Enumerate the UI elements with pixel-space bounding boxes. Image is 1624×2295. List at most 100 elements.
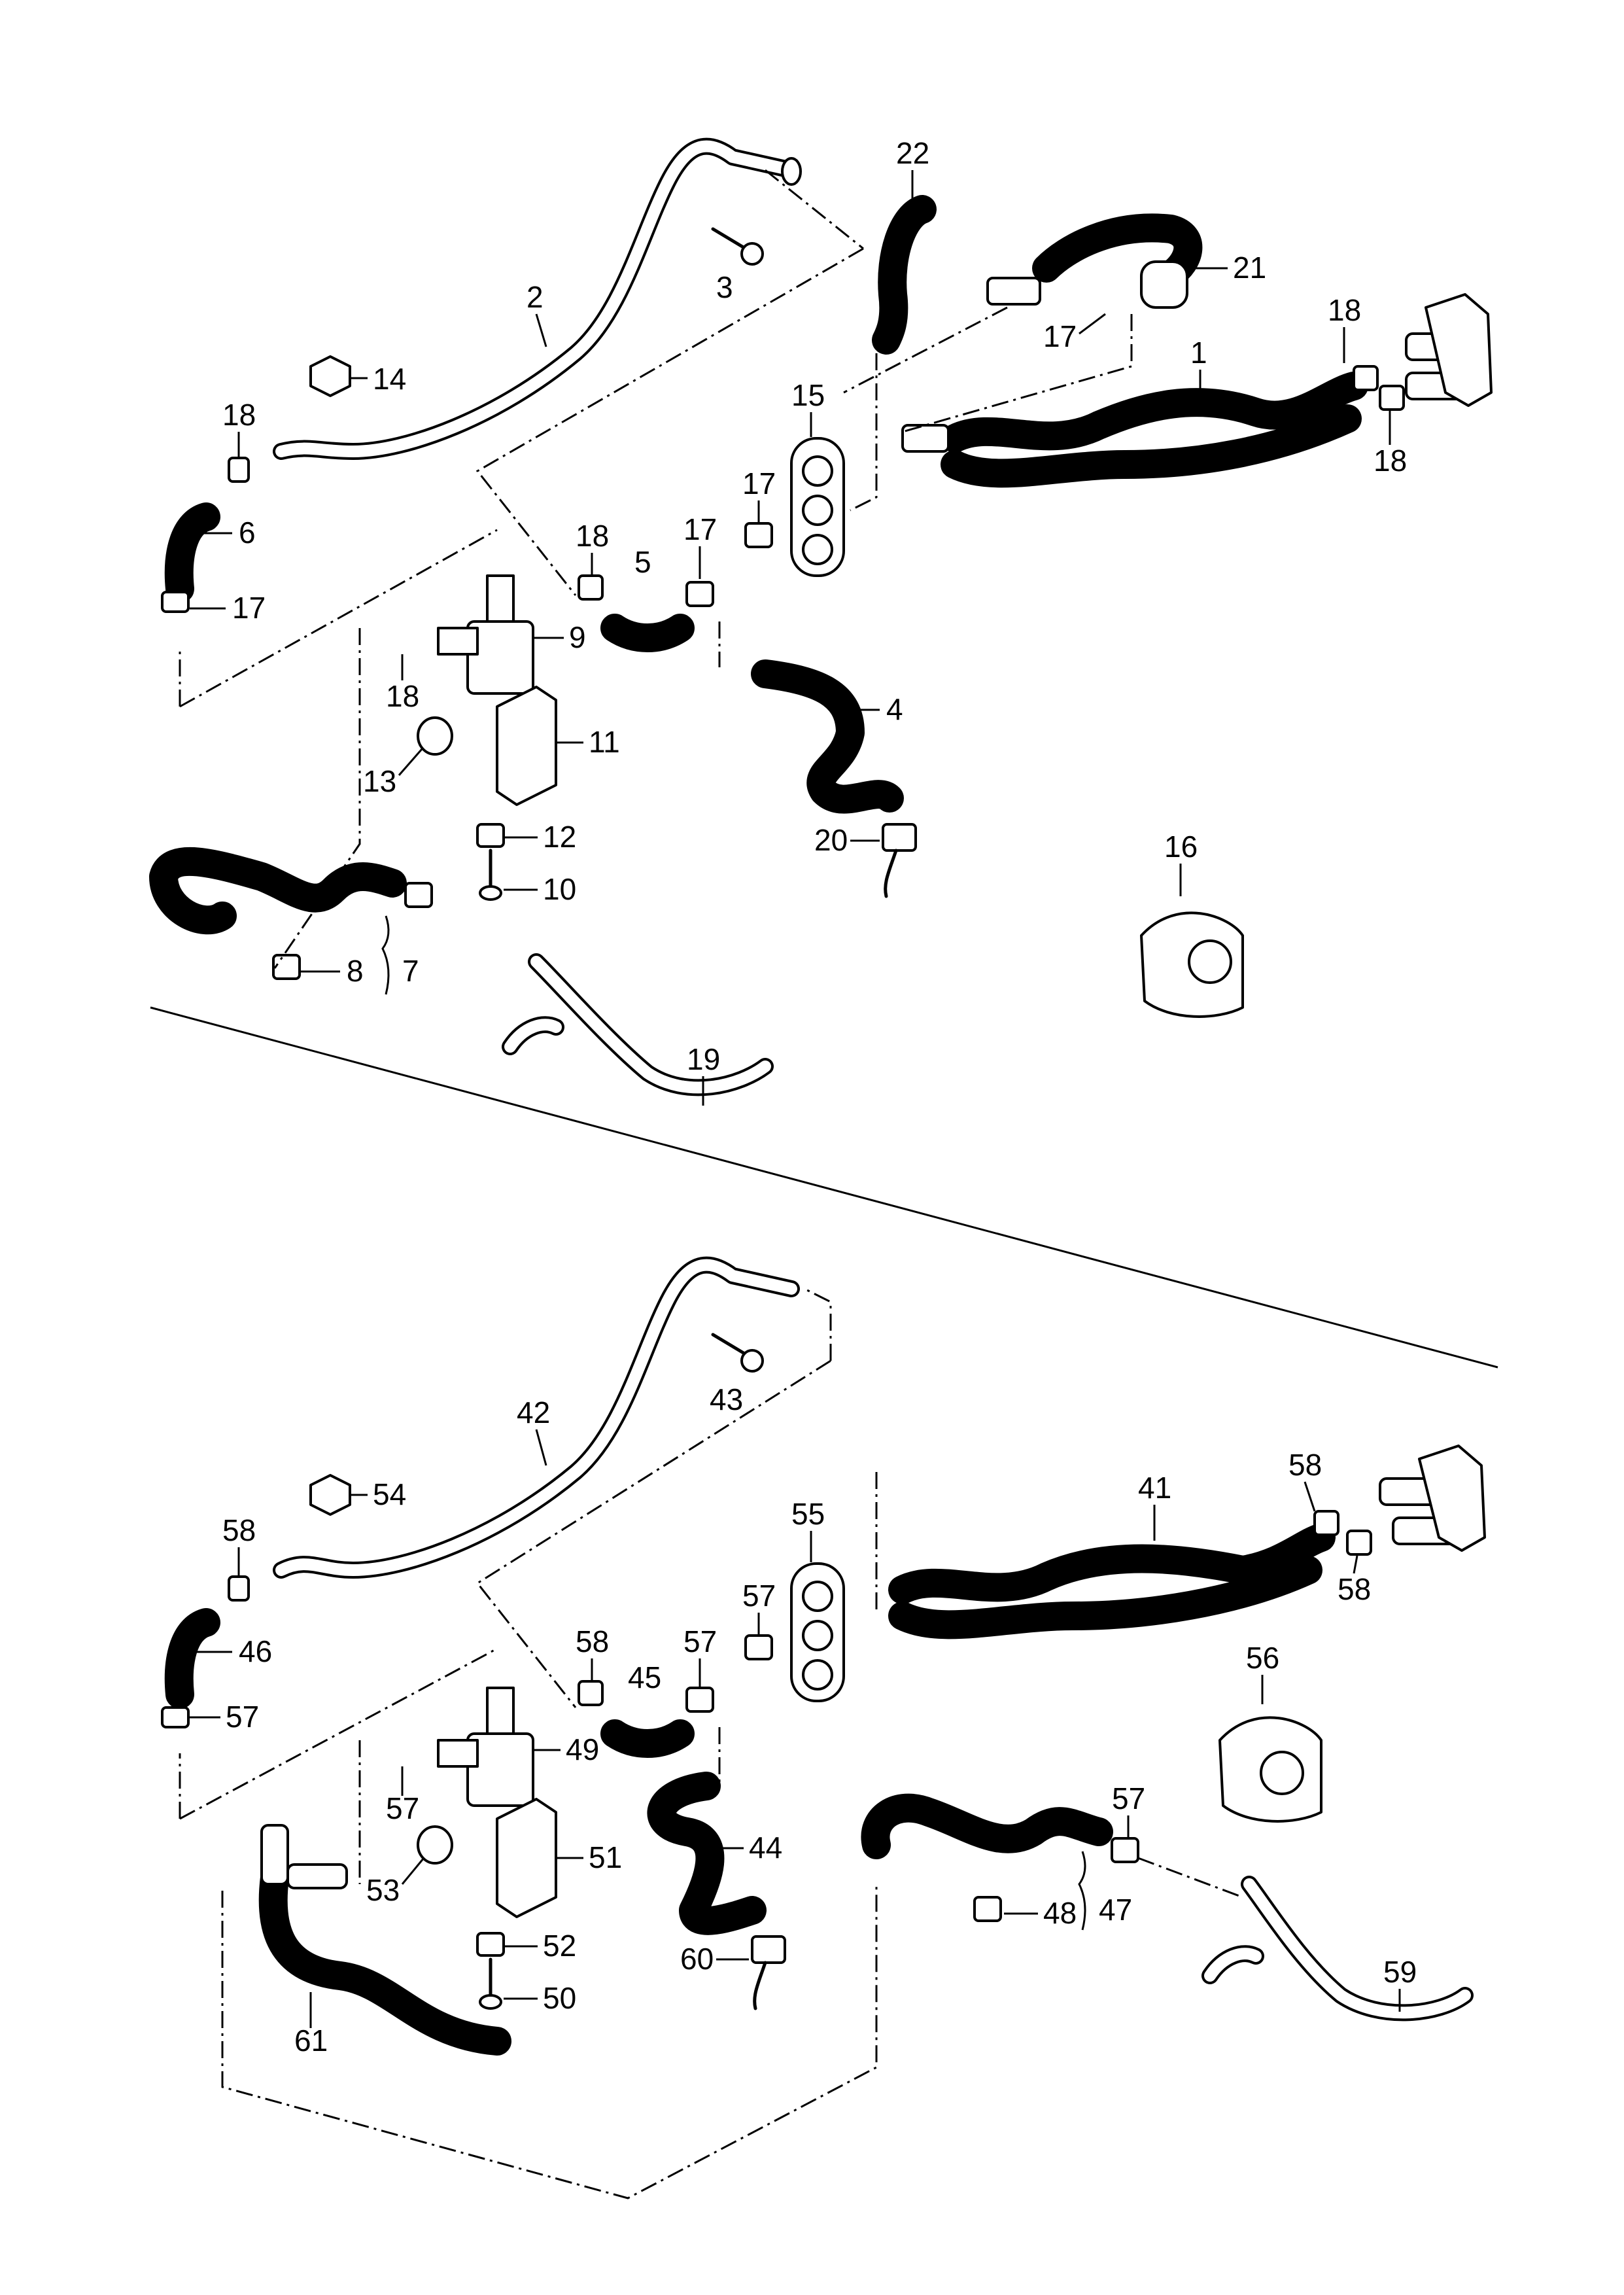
clamp-58-d: [1346, 1530, 1372, 1556]
connector-21: [986, 277, 1041, 306]
hose-6: [164, 502, 220, 603]
connector-18-right: [1405, 293, 1493, 407]
label-9: 9: [569, 620, 586, 654]
label-14: 14: [373, 362, 406, 396]
label-54: 54: [373, 1477, 406, 1511]
clamp-57-b: [685, 1687, 714, 1713]
label-58-c: 58: [1288, 1448, 1322, 1482]
label-11: 11: [589, 725, 620, 759]
label-19: 19: [687, 1042, 720, 1076]
label-58-d: 58: [1338, 1572, 1371, 1606]
label-60: 60: [680, 1942, 714, 1976]
label-51: 51: [589, 1840, 622, 1874]
ref-line-b5: [179, 1647, 498, 1820]
pump-9: [437, 574, 534, 695]
elbow-21: [1140, 260, 1188, 309]
label-18-e: 18: [1373, 444, 1407, 478]
ref-line-b1: [475, 1359, 831, 1708]
label-56: 56: [1246, 1641, 1279, 1675]
hose-45: [600, 1719, 695, 1758]
label-13: 13: [363, 764, 396, 798]
coolant-pipe-42: [273, 1256, 800, 1579]
clamp-18-d: [1379, 385, 1405, 411]
labels-section-b: 41 42 43 44 45 46 47 48 49 50 51 52 53 5…: [190, 1382, 1417, 2058]
label-18-b: 18: [386, 679, 419, 713]
hose-22: [872, 195, 937, 355]
bolt-43: [711, 1333, 764, 1373]
hose-7: [149, 847, 407, 935]
label-50: 50: [543, 1981, 576, 2015]
label-58-b: 58: [576, 1624, 609, 1658]
clamp-58-c: [1313, 1510, 1339, 1536]
label-18-d: 18: [1328, 293, 1361, 327]
seal-56: [1218, 1716, 1322, 1823]
label-58-a: 58: [222, 1513, 256, 1547]
hose-21: [1032, 213, 1203, 289]
ref-line-a7: [902, 314, 1133, 433]
label-20: 20: [814, 823, 848, 857]
label-57-d: 57: [1112, 1781, 1145, 1815]
label-10: 10: [543, 872, 576, 906]
connector-60: [751, 1935, 786, 2010]
pipe-19: [502, 953, 774, 1096]
nut-14: [309, 355, 351, 397]
clamp-57-a: [161, 1706, 190, 1728]
label-46: 46: [239, 1634, 272, 1668]
clamp-17-a: [161, 591, 190, 613]
clamp-17-c: [685, 581, 714, 607]
label-18-c: 18: [576, 519, 609, 553]
clamp-58-b: [578, 1680, 604, 1706]
clamp-57-c: [744, 1634, 773, 1660]
hose-5: [600, 614, 695, 652]
hose-assembly-41: [888, 1523, 1336, 1639]
connector-58-right: [1379, 1445, 1486, 1552]
label-17-a: 17: [232, 591, 266, 625]
label-8: 8: [347, 954, 364, 988]
label-12: 12: [543, 820, 576, 854]
label-45: 45: [628, 1660, 661, 1694]
grommet-plate-15: [790, 437, 845, 577]
ref-line-b2: [804, 1288, 832, 1361]
hose-44: [647, 1772, 767, 1935]
label-22: 22: [896, 136, 929, 170]
label-5: 5: [634, 545, 651, 579]
clamp-8: [272, 954, 301, 980]
section-b: [161, 1256, 1486, 2199]
hose-61: [258, 1824, 511, 2056]
label-48: 48: [1043, 1896, 1077, 1930]
label-6: 6: [239, 516, 256, 550]
label-53: 53: [366, 1873, 400, 1907]
label-4: 4: [886, 692, 903, 726]
label-41: 41: [1138, 1471, 1171, 1505]
label-57-e: 57: [226, 1700, 259, 1734]
label-18-a: 18: [222, 398, 256, 432]
label-43: 43: [710, 1382, 743, 1416]
label-55: 55: [791, 1497, 825, 1531]
hose-46: [164, 1608, 220, 1709]
section-divider: [150, 1006, 1498, 1369]
nut-52: [476, 1932, 505, 1957]
label-57-a: 57: [742, 1579, 776, 1613]
label-57-c: 57: [386, 1791, 419, 1825]
ref-line-a5: [179, 529, 498, 708]
label-1: 1: [1190, 336, 1207, 370]
label-47: 47: [1099, 1893, 1132, 1927]
ref-line-a9: [843, 306, 1008, 394]
clamp-17-d: [744, 522, 773, 548]
ref-line-b7: [221, 1884, 878, 2199]
label-7: 7: [402, 954, 419, 988]
label-61: 61: [294, 2023, 328, 2058]
nut-54: [309, 1474, 351, 1516]
ref-line-a1: [475, 247, 864, 596]
seal-16: [1140, 911, 1244, 1018]
coolant-pipe-2: [273, 137, 802, 460]
clamp-18-a: [228, 457, 250, 483]
label-42: 42: [517, 1395, 550, 1429]
label-49: 49: [566, 1732, 599, 1766]
grommet-13: [417, 716, 453, 756]
label-21: 21: [1233, 251, 1266, 285]
clamp-18-b: [578, 574, 604, 601]
bolt-3: [711, 227, 764, 266]
clamp-57-d: [1111, 1837, 1139, 1863]
